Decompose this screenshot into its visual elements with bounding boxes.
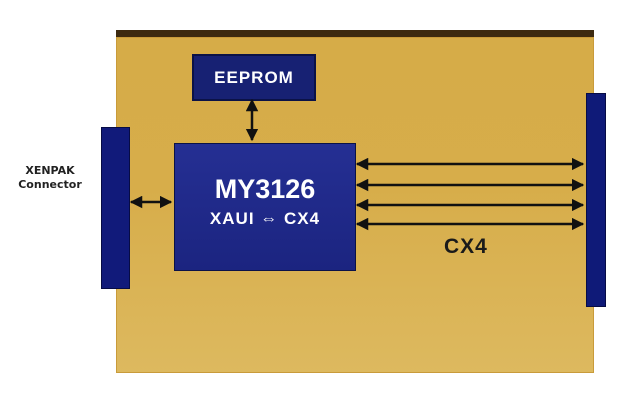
connector-label-line2: Connector [18, 178, 82, 191]
xenpak-connector-label: XENPAK Connector [2, 164, 98, 192]
connector-label-line1: XENPAK [25, 164, 75, 177]
cx4-connector-block [586, 93, 606, 307]
cx4-label: CX4 [444, 235, 488, 258]
chip-subtitle: XAUI ⇔ CX4 [209, 209, 321, 228]
my3126-chip-block: MY3126 XAUI ⇔ CX4 [174, 143, 356, 271]
eeprom-label: EEPROM [214, 67, 294, 87]
board-top-edge [116, 30, 546, 37]
chip-name: MY3126 [214, 174, 316, 204]
xenpak-connector-block [101, 127, 130, 289]
